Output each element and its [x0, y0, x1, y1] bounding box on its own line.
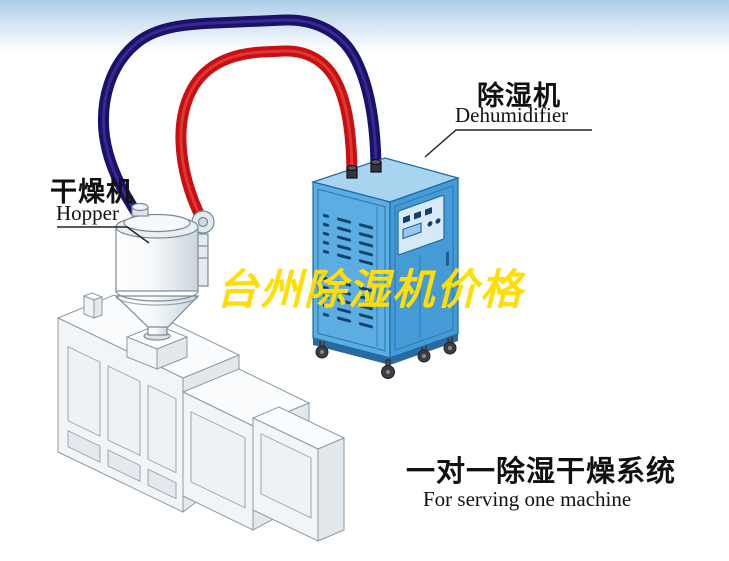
dehumidifier-cabinet	[310, 157, 461, 379]
callout-line-hopper	[57, 226, 150, 244]
watermark-text: 台州除湿机价格	[215, 266, 524, 313]
pipe-red	[175, 45, 358, 223]
label-dehumidifier-cn: 除湿机	[477, 81, 561, 111]
label-hopper-cn: 干燥机	[50, 177, 134, 207]
hopper-dryer	[114, 202, 215, 341]
label-system-cn: 一对一除湿干燥系统	[406, 456, 677, 488]
label-system-en: For serving one machine	[423, 487, 632, 511]
pipe-navy	[97, 14, 382, 222]
callout-line-dehumidifier	[424, 129, 592, 158]
label-hopper-en: Hopper	[56, 201, 119, 225]
label-dehumidifier-en: Dehumidifier	[455, 103, 569, 127]
pipe-stubs	[346, 158, 382, 179]
caster-wheels	[315, 335, 457, 379]
